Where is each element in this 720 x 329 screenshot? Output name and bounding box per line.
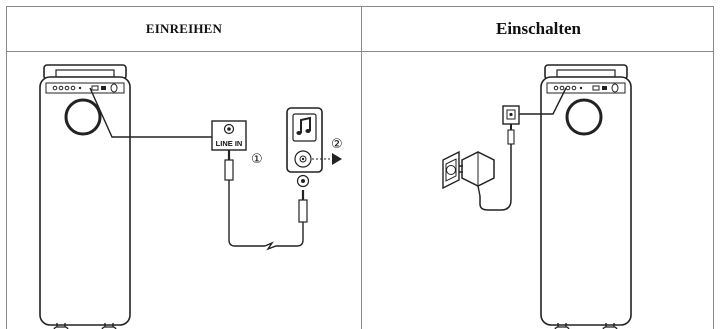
power-cable [479, 124, 515, 211]
play-arrow-icon [332, 153, 342, 165]
music-note-icon [296, 116, 311, 135]
aux-plug-left [224, 150, 265, 247]
music-player [286, 107, 323, 173]
instruction-table: EINREIHEN Einschalten [6, 6, 714, 329]
dc-input-jack [502, 105, 520, 125]
aux-connection-line [89, 87, 212, 138]
line-in-label: LINE IN [216, 139, 243, 148]
wall-socket-icon [442, 150, 460, 190]
power-adapter-icon [459, 151, 495, 197]
power-connection-line [519, 87, 567, 115]
header-einreihen: EINREIHEN [145, 21, 223, 36]
line-in-jack: LINE IN [211, 120, 247, 151]
speaker-icon [38, 63, 132, 329]
aux-cable [264, 222, 304, 251]
header-einschalten: Einschalten [495, 19, 582, 38]
speaker-icon-right [539, 63, 633, 329]
aux-plug-right [298, 190, 308, 223]
column-divider [361, 7, 362, 329]
step-1-marker: ① [251, 152, 263, 167]
step-2-marker: ② [331, 137, 343, 152]
header-divider [7, 51, 713, 52]
